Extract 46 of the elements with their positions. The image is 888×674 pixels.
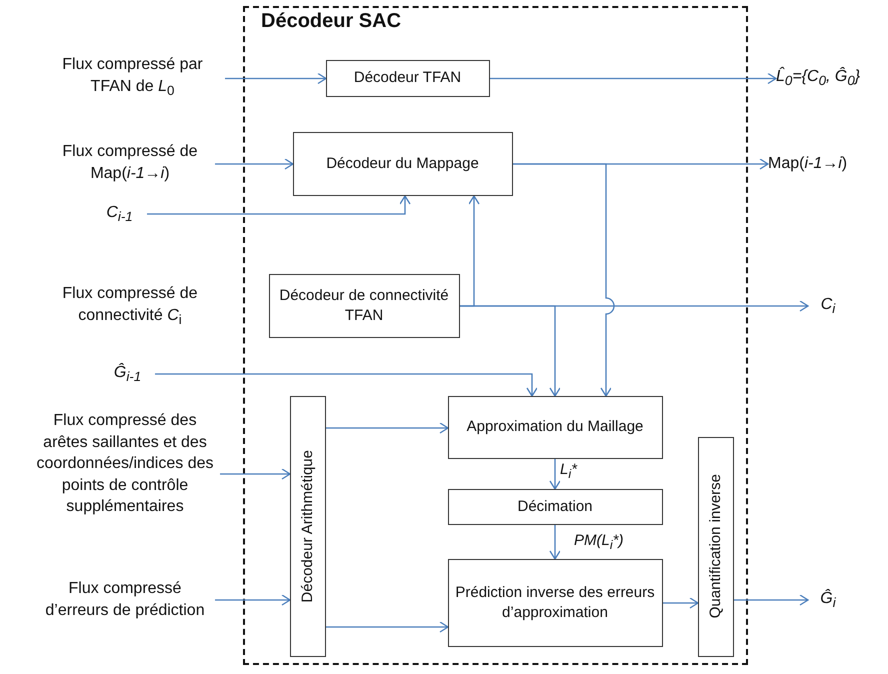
process-box	[448, 488, 662, 524]
arrow	[663, 597, 699, 609]
arrow	[225, 72, 327, 84]
signal-label: Flux compressé par TFAN de L$_{0}$	[40, 50, 225, 104]
process-box	[290, 396, 326, 656]
dashed-group-frame	[243, 6, 748, 665]
box-label: Quantification inverse	[706, 474, 725, 619]
signal-label: Flux compressé de connectivité C$_{i}$	[45, 279, 215, 333]
arrow	[147, 195, 411, 215]
arrow	[326, 621, 449, 633]
box-label: Approximation du Maillage	[466, 417, 644, 437]
process-box	[448, 396, 662, 458]
arrow	[549, 459, 561, 490]
process-box	[448, 558, 662, 646]
arrow	[460, 305, 561, 397]
box-label: Décimation	[517, 496, 593, 516]
signal-label: Ĝ$_{i-1}$	[100, 358, 155, 390]
signal-label: L̂$_{0}$={C$_{0}$, Ĝ$_{0}$}	[776, 62, 884, 94]
signal-label: Map(i-1→i)	[768, 148, 878, 180]
signal-label: Flux compressé des arêtes saillantes et des coordonnées/indices des points de contrôle supplémentaires	[30, 405, 220, 523]
arrow	[490, 72, 777, 84]
box-label: Décodeur TFAN	[354, 68, 462, 88]
box-label: Décodeur du Mappage	[326, 154, 479, 174]
arrow	[220, 468, 291, 480]
box-label: Décodeur de connectivité TFAN	[278, 286, 450, 325]
group-title: Décodeur SAC	[261, 10, 402, 33]
signal-label: C$_{i-1}$	[92, 200, 147, 228]
signal-label: Ĝ$_{i}$	[808, 584, 848, 616]
arrow	[513, 163, 615, 397]
arrow	[326, 422, 449, 434]
arrow	[549, 525, 561, 560]
box-label: Décodeur Arithmétique	[298, 450, 317, 602]
signal-label: Flux compressé de Map(i-1→i)	[45, 136, 215, 190]
arrow	[155, 373, 538, 397]
arrow	[215, 594, 291, 606]
process-box	[698, 436, 734, 656]
process-box	[268, 274, 460, 338]
edge-label: PM(L$_{i}$*)	[574, 532, 624, 552]
arrow	[734, 594, 809, 606]
signal-label: Flux compressé d’erreurs de prédiction	[35, 572, 215, 628]
arrow	[215, 158, 294, 170]
edge-label: L$_{i}$*	[560, 461, 577, 481]
signal-label: C$_{i}$	[808, 290, 848, 322]
box-label: Prédiction inverse des erreurs d’approximation	[454, 583, 656, 622]
process-box	[292, 132, 512, 196]
process-box	[326, 60, 490, 96]
